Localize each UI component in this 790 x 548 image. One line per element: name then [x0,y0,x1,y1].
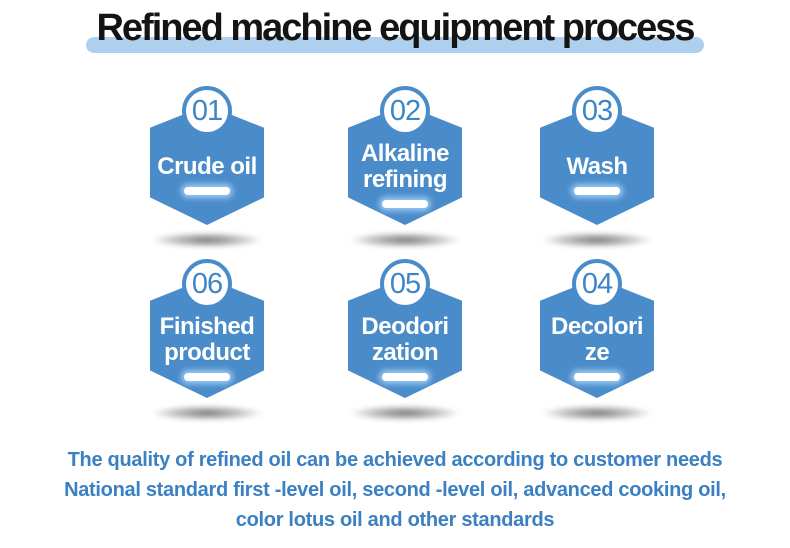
step-number: 06 [191,267,223,300]
ground-shadow [350,405,460,421]
step-underline-bar [382,199,428,208]
step-label: Deodori zation [361,312,449,366]
step-label-line: product [164,338,250,366]
step-label: Wash [566,152,628,180]
step-number: 02 [389,94,421,127]
footer-line: National standard first -level oil, seco… [64,479,726,501]
step-label-line: refining [362,165,448,193]
step-number: 01 [191,94,223,127]
step-06-finished-product: Finished product 06 [149,259,265,421]
page-title-text: Refined machine equipment process [96,7,695,49]
ground-shadow [542,232,652,248]
step-02-alkaline-refining: Alkaline refining 02 [347,86,463,248]
ground-shadow [152,232,262,248]
step-label-line: Deodori [361,312,449,340]
step-01-crude-oil: Crude oil 01 [149,86,265,248]
step-number: 05 [389,267,421,300]
step-underline-bar [382,372,428,381]
step-hexagon: Wash [540,105,654,225]
footer-line: The quality of refined oil can be achiev… [67,449,723,471]
ground-shadow [542,405,652,421]
step-label: Decolori ze [550,312,644,366]
step-hexagon-content: Deodori zation [348,278,462,398]
step-hexagon-content: Alkaline refining [348,105,462,225]
step-03-wash: Wash 03 [539,86,655,248]
step-05-deodorization: Deodori zation 05 [347,259,463,421]
step-label-line: Finished [159,312,255,340]
step-number-badge: 01 [182,86,232,136]
step-hexagon: Crude oil [150,105,264,225]
step-04-decolorize: Decolori ze 04 [539,259,655,421]
step-underline-bar [184,372,230,381]
ground-shadow [152,405,262,421]
step-number: 03 [581,94,613,127]
step-label: Finished product [159,312,255,366]
step-label: Crude oil [157,152,257,180]
step-underline-bar [184,186,230,195]
step-number-badge: 02 [380,86,430,136]
step-hexagon-content: Finished product [150,278,264,398]
page-title: Refined machine equipment process [86,4,704,53]
footer-note: The quality of refined oil can be achiev… [0,445,790,535]
step-underline-bar [574,372,620,381]
step-label-line: Alkaline [360,139,450,167]
step-number-badge: 06 [182,259,232,309]
step-label-line: ze [584,338,610,366]
step-hexagon-content: Crude oil [150,105,264,225]
step-hexagon-content: Wash [540,105,654,225]
step-label-line: Decolori [550,312,644,340]
step-label-line: zation [371,338,439,366]
header: Refined machine equipment process [0,4,790,53]
step-number: 04 [581,267,613,300]
step-label-line: Wash [566,152,628,180]
step-underline-bar [574,186,620,195]
step-hexagon-content: Decolori ze [540,278,654,398]
footer-line: color lotus oil and other standards [235,509,555,531]
step-number-badge: 05 [380,259,430,309]
step-label-line: Crude oil [157,152,257,180]
ground-shadow [350,232,460,248]
step-number-badge: 03 [572,86,622,136]
title-highlight-bar [86,37,704,53]
step-hexagon: Deodori zation [348,278,462,398]
step-number-badge: 04 [572,259,622,309]
step-hexagon: Alkaline refining [348,105,462,225]
step-label: Alkaline refining [360,139,450,193]
